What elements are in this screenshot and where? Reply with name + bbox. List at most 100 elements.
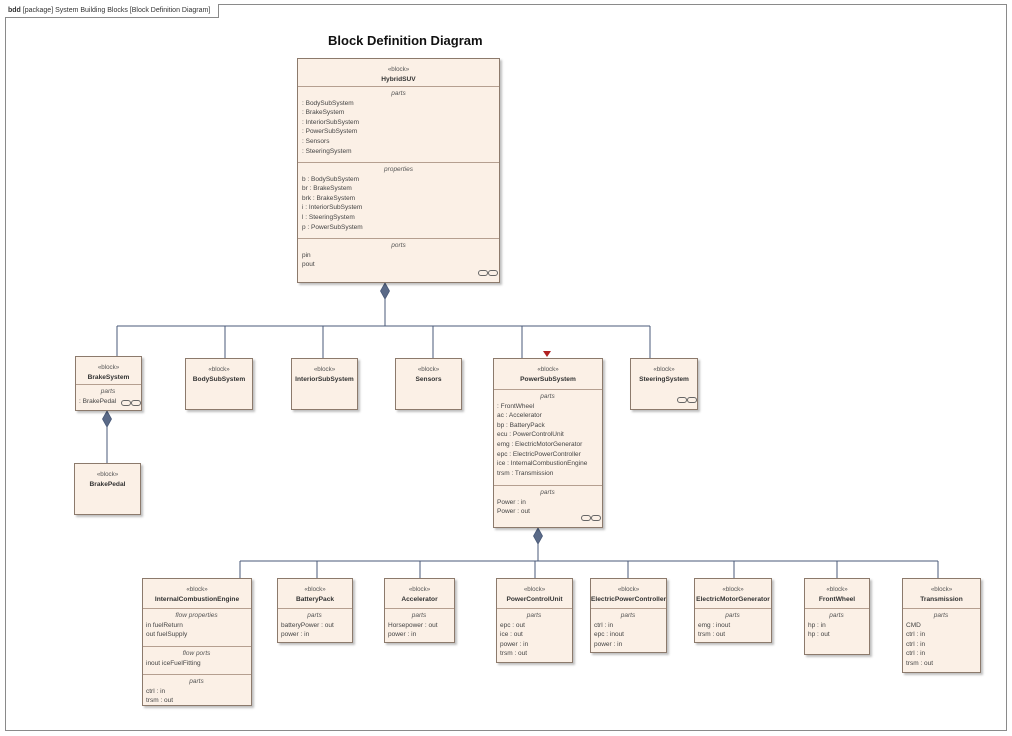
section-title: parts xyxy=(829,612,844,619)
section-title: parts xyxy=(540,489,555,496)
block-name: HybridSUV xyxy=(381,75,416,83)
frame-kind: bdd xyxy=(8,7,21,14)
property-item: b : BodySubSystem xyxy=(302,175,360,183)
section-parts: parts Horsepower : out power : in xyxy=(385,608,454,642)
part-item: epc : ElectricPowerController xyxy=(497,450,581,458)
stereotype: «block» xyxy=(417,366,440,373)
block-name: InteriorSubSystem xyxy=(295,375,354,383)
port-link-icon xyxy=(581,515,601,521)
part-item: trsm : out xyxy=(500,650,528,658)
block-name: Sensors xyxy=(415,375,442,383)
block-internalcombustionengine[interactable]: «block» InternalCombustionEngine flow pr… xyxy=(142,578,252,706)
block-name: BrakePedal xyxy=(89,480,126,488)
block-hybridsuv[interactable]: «block» HybridSUV parts : BodySubSystem … xyxy=(297,58,500,283)
block-sensors[interactable]: «block» Sensors xyxy=(395,358,462,410)
block-accelerator[interactable]: «block» Accelerator parts Horsepower : o… xyxy=(384,578,455,643)
property-item: brk : BrakeSystem xyxy=(302,194,356,202)
section-parts: parts hp : in hp : out xyxy=(805,608,869,643)
part-item: ctrl : in xyxy=(146,687,166,695)
part-item: ice : out xyxy=(500,631,523,639)
flow-property-item: out fuelSupply xyxy=(146,631,188,639)
block-transmission[interactable]: «block» Transmission parts CMD ctrl : in… xyxy=(902,578,981,673)
part-item: ac : Accelerator xyxy=(497,412,542,420)
composition-diamond-brakesystem xyxy=(102,410,112,428)
part-item: epc : out xyxy=(500,621,525,629)
part-item: trsm : out xyxy=(906,659,934,667)
block-interiorsubsystem[interactable]: «block» InteriorSubSystem xyxy=(291,358,358,410)
stereotype: «block» xyxy=(97,364,120,371)
block-name: BatteryPack xyxy=(295,595,335,603)
part-item: : Sensors xyxy=(302,137,330,145)
port-item: pout xyxy=(302,261,315,269)
part-item: batteryPower : out xyxy=(281,621,334,629)
block-name: Transmission xyxy=(920,595,963,603)
block-bodysubsystem[interactable]: «block»BodySubSystem xyxy=(185,358,253,410)
section-title: parts xyxy=(620,612,636,619)
port-link-icon xyxy=(121,400,141,406)
block-steeringsystem[interactable]: «block» SteeringSystem xyxy=(630,358,698,410)
block-name: BrakeSystem xyxy=(87,373,130,381)
property-item: i : InteriorSubSystem xyxy=(302,204,363,212)
stereotype: «block» xyxy=(96,471,119,478)
stereotype: «block» xyxy=(523,586,546,593)
frame-label-text: [package] System Building Blocks [Block … xyxy=(22,7,211,14)
part-item: ecu : PowerControlUnit xyxy=(497,431,564,439)
section-title: flow ports xyxy=(182,650,211,657)
section-title: parts xyxy=(526,612,542,619)
part-item: : PowerSubSystem xyxy=(302,128,358,136)
part-item: power : in xyxy=(281,631,310,639)
stereotype: «block» xyxy=(208,366,230,373)
part-item: power : in xyxy=(594,640,623,648)
part-item: Horsepower : out xyxy=(388,621,438,629)
block-powercontrolunit[interactable]: «block» PowerControlUnit parts epc : out… xyxy=(496,578,573,663)
part-item: : FrontWheel xyxy=(497,402,535,410)
section-parts: parts ctrl : in epc : inout power : in xyxy=(591,608,666,652)
part-item: ctrl : in xyxy=(906,631,926,639)
block-brakesystem[interactable]: «block» BrakeSystem parts : BrakePedal xyxy=(75,356,142,411)
section-flow-properties: flow properties in fuelReturn out fuelSu… xyxy=(143,608,251,646)
block-name: SteeringSystem xyxy=(639,375,689,383)
block-brakepedal[interactable]: «block» BrakePedal xyxy=(74,463,141,515)
part-item: trsm : out xyxy=(698,631,726,639)
section-parts: parts batteryPower : out power : in xyxy=(278,608,352,642)
section-parts: parts ctrl : in trsm : out xyxy=(143,674,251,705)
block-name: FrontWheel xyxy=(818,595,856,603)
section-ports: ports pin pout xyxy=(298,238,499,273)
section-title: parts xyxy=(100,388,116,395)
part-item: power : in xyxy=(388,631,417,639)
part-item: ctrl : in xyxy=(594,621,614,629)
section-flow-ports: flow ports inout iceFuelFitting xyxy=(143,646,251,674)
part-item: : BrakeSystem xyxy=(302,109,345,117)
part-item: : BodySubSystem xyxy=(302,99,354,107)
block-name: PowerControlUnit xyxy=(506,595,563,603)
port-item: Power : in xyxy=(497,498,526,506)
section-parts: parts CMD ctrl : in ctrl : in ctrl : in … xyxy=(903,608,980,672)
section-parts: parts emg : inout trsm : out xyxy=(695,608,771,642)
diagram-title: Block Definition Diagram xyxy=(328,33,483,48)
block-electricmotorgenerator[interactable]: «block» ElectricMotorGenerator parts emg… xyxy=(694,578,772,643)
section-title: flow properties xyxy=(175,612,218,619)
section-title: parts xyxy=(540,393,555,400)
part-item: : BrakePedal xyxy=(79,397,117,405)
block-batterypack[interactable]: «block» BatteryPack parts batteryPower :… xyxy=(277,578,353,643)
part-item: : InteriorSubSystem xyxy=(302,118,360,126)
frame-label: bdd [package] System Building Blocks [Bl… xyxy=(5,4,220,18)
part-item: power : in xyxy=(500,640,529,648)
block-frontwheel[interactable]: «block» FrontWheel parts hp : in hp : ou… xyxy=(804,578,870,655)
stereotype: «block» xyxy=(653,366,675,373)
block-powersubsystem[interactable]: «block» PowerSubSystem parts : FrontWhee… xyxy=(493,358,603,528)
stereotype: «block» xyxy=(313,366,336,373)
stereotype: «block» xyxy=(304,586,326,593)
section-title: parts xyxy=(725,612,740,619)
block-electricpowercontroller[interactable]: «block» ElectricPowerController parts ct… xyxy=(590,578,667,653)
part-item: hp : in xyxy=(808,621,826,629)
part-item: bp : BatteryPack xyxy=(497,421,545,429)
property-item: br : BrakeSystem xyxy=(302,185,352,193)
stereotype: «block» xyxy=(722,586,744,593)
stereotype: «block» xyxy=(537,366,559,373)
flow-port-item: inout iceFuelFitting xyxy=(146,659,201,667)
block-name: InternalCombustionEngine xyxy=(154,595,240,603)
port-item: pin xyxy=(302,251,311,259)
diagram-frame xyxy=(5,4,1007,731)
